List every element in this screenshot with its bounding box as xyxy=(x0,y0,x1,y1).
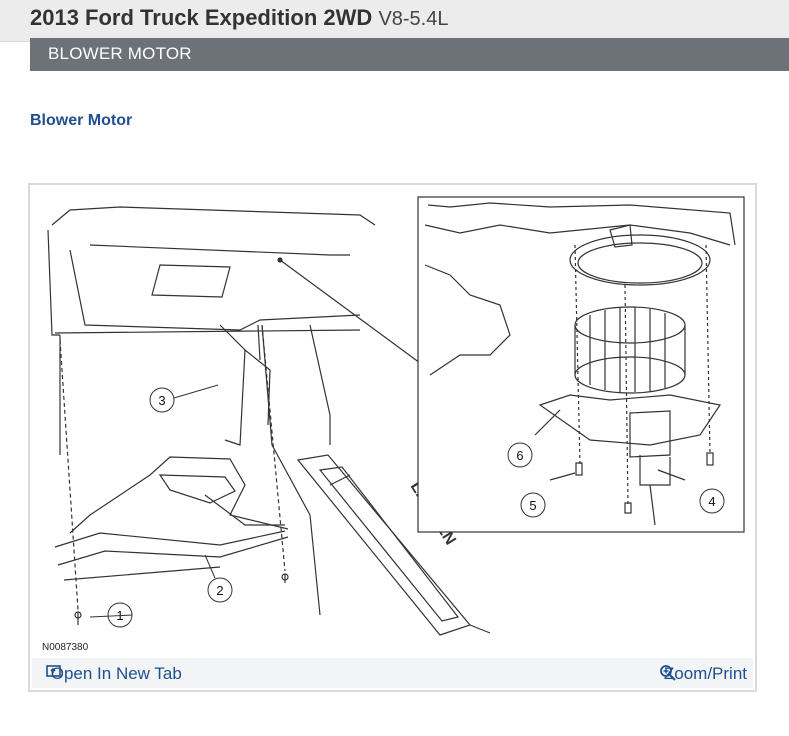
blower-detail xyxy=(424,202,736,526)
figure-footer: Open In New Tab Zoom/Print xyxy=(32,658,753,688)
top-bar: 2013 Ford Truck Expedition 2WD V8-5.4L xyxy=(0,0,789,42)
vehicle-title: 2013 Ford Truck Expedition 2WD V8-5.4L xyxy=(30,5,449,31)
open-new-tab-label: Open In New Tab xyxy=(50,664,182,683)
section-header: BLOWER MOTOR xyxy=(30,38,789,71)
vehicle-name: 2013 Ford Truck Expedition 2WD xyxy=(30,5,373,30)
open-new-tab-button[interactable]: Open In New Tab xyxy=(46,664,182,684)
section-title: BLOWER MOTOR xyxy=(48,44,192,63)
engine-spec: V8-5.4L xyxy=(378,8,449,30)
zoom-print-label: Zoom/Print xyxy=(663,664,747,683)
blower-motor-diagram: LINCOLN xyxy=(47,196,745,636)
content-subheading: Blower Motor xyxy=(30,112,133,129)
diagram-figure: LINCOLN xyxy=(28,183,757,692)
zoom-print-button[interactable]: Zoom/Print xyxy=(659,664,747,684)
